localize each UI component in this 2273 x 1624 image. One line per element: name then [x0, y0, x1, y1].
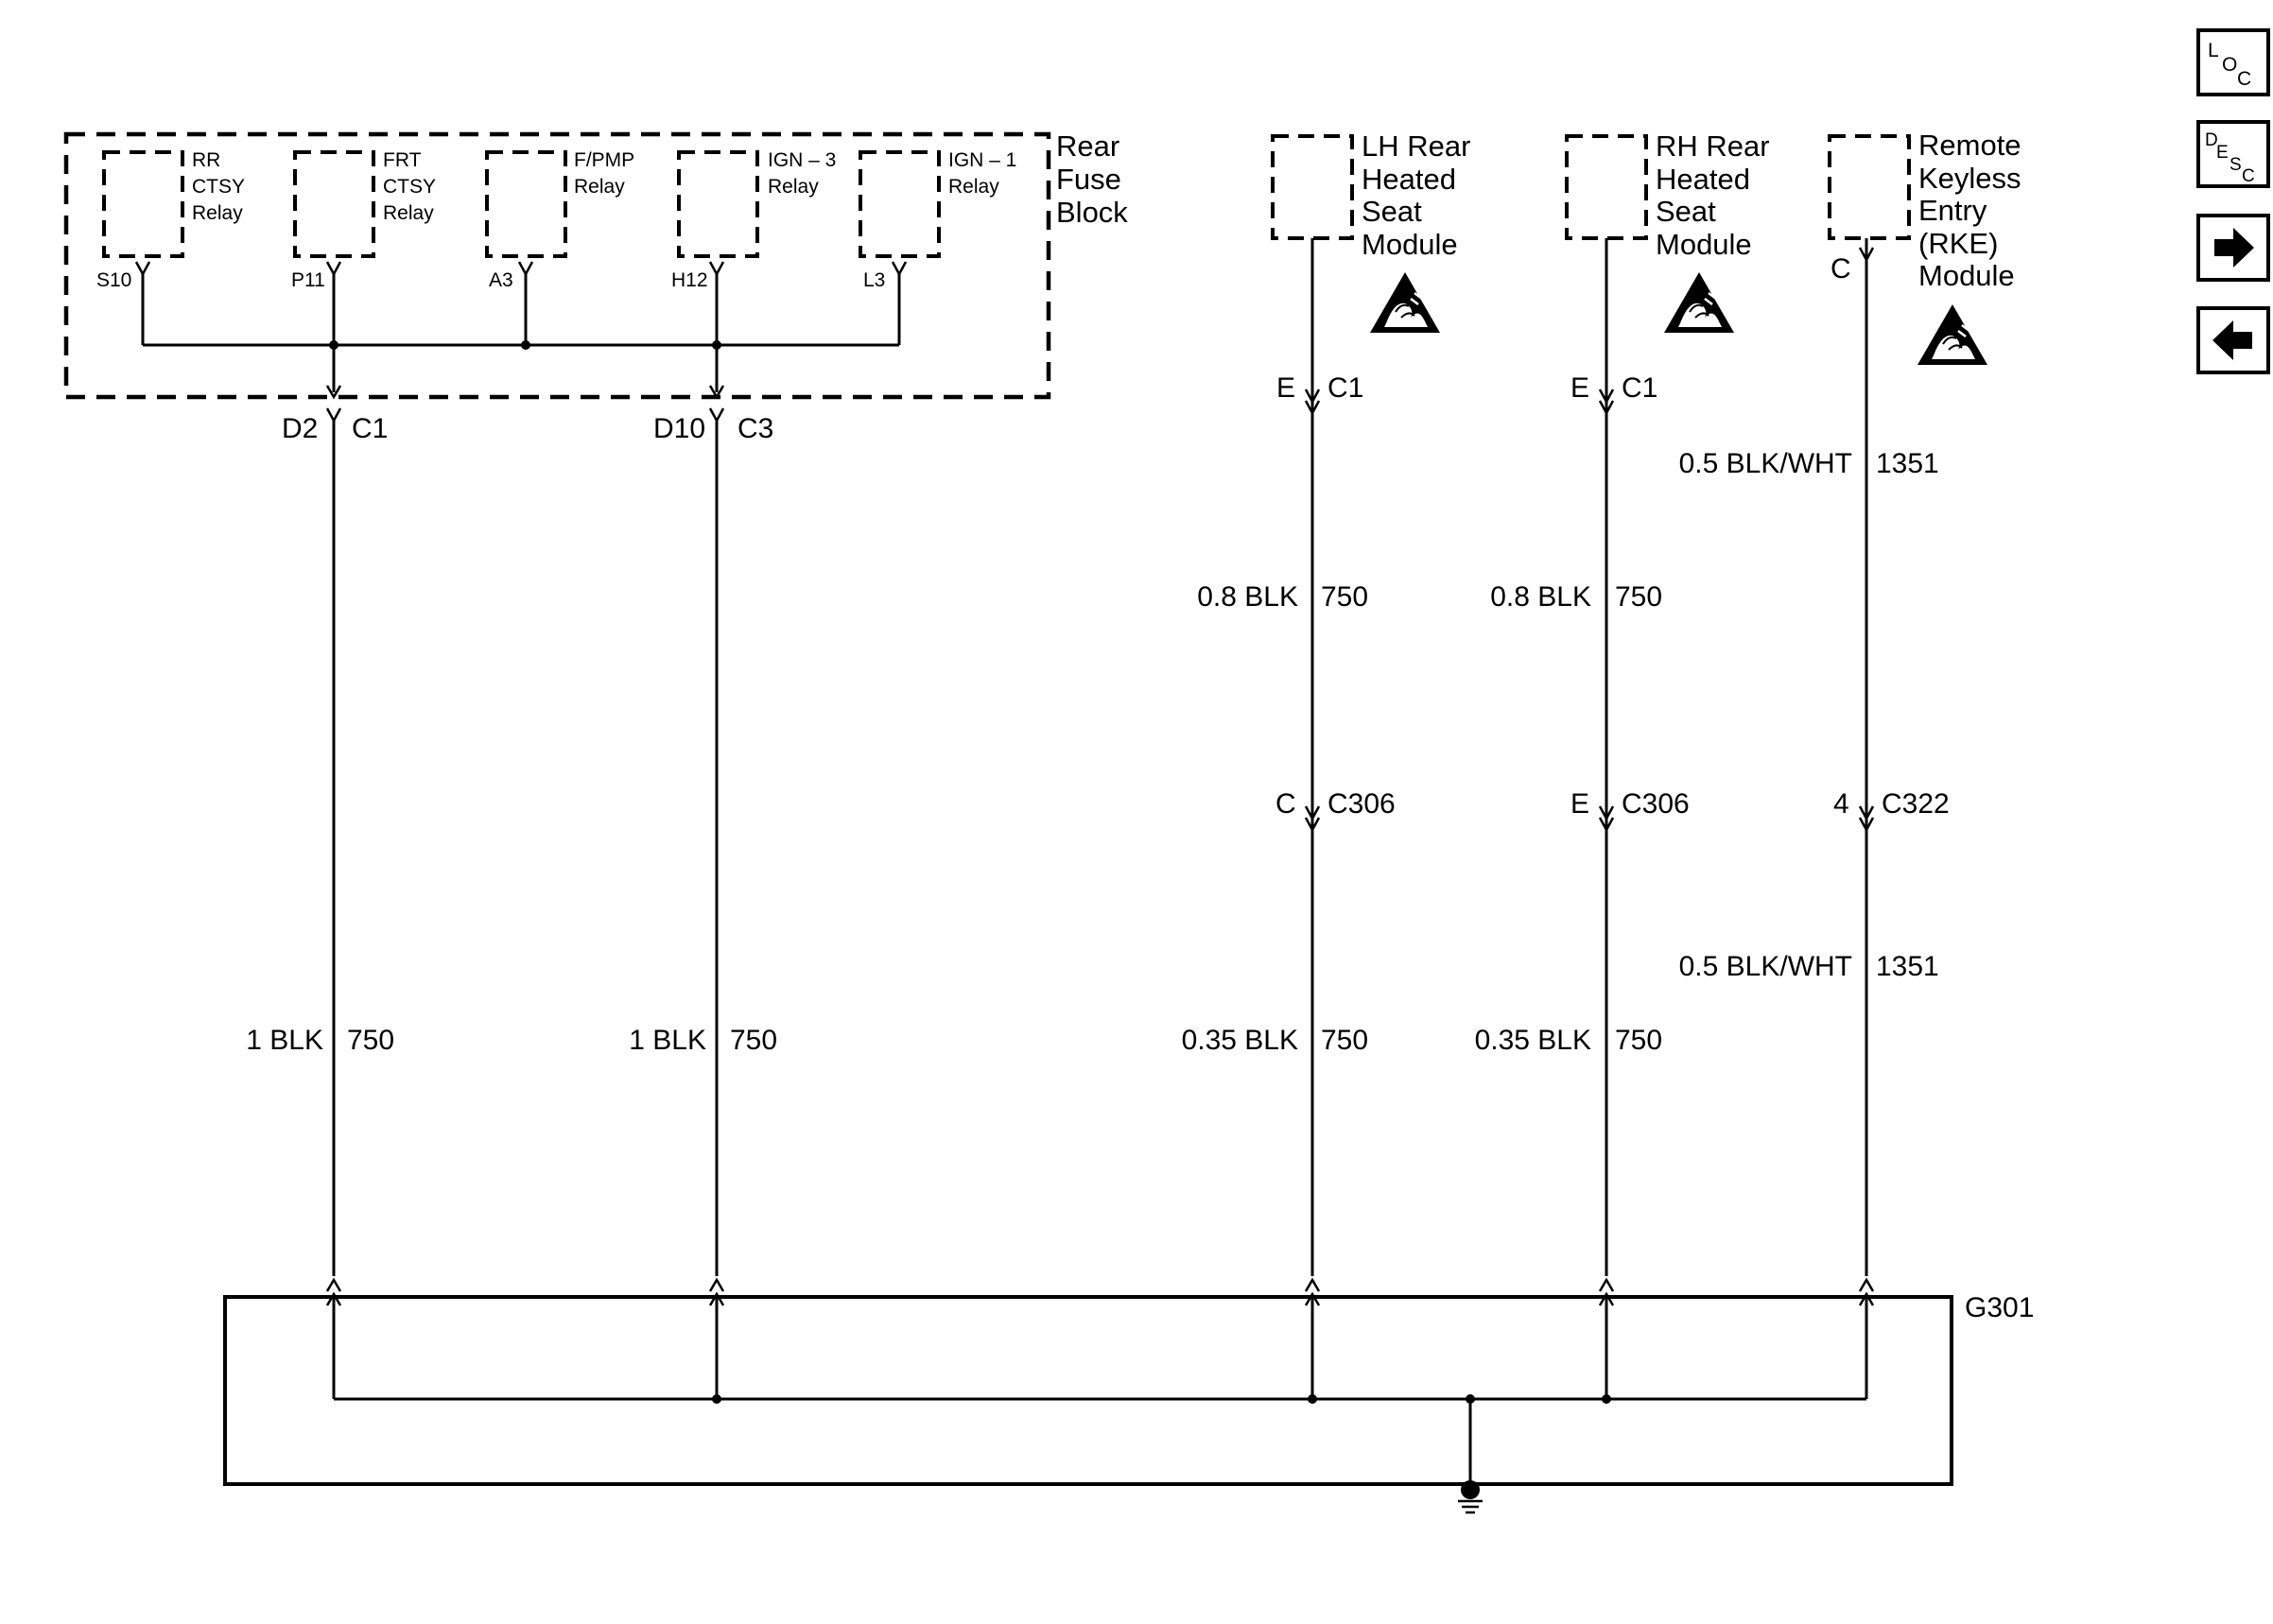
- wire-gauge-label: 0.35 BLK: [1475, 1025, 1591, 1056]
- description-button-letter: C: [2242, 166, 2255, 186]
- fuse-block-output-d2: D2 C1: [282, 407, 388, 444]
- esd-warning-icon: [1662, 270, 1736, 335]
- ground-label: G301: [1965, 1292, 2034, 1323]
- connector-id-label: C3: [737, 413, 773, 444]
- relay-ign-3: IGN – 3 Relay H12: [671, 149, 842, 345]
- relay-pin-label: P11: [291, 269, 325, 291]
- wire-gauge-label: 0.8 BLK: [1197, 581, 1298, 613]
- relay-label: F/PMP Relay: [574, 149, 640, 198]
- rh-module-connector: E C1: [1570, 372, 1657, 416]
- relay-f-pmp: F/PMP Relay A3: [485, 149, 640, 345]
- wire-circuit-label: 750: [730, 1025, 777, 1056]
- next-page-button[interactable]: [2196, 214, 2270, 282]
- fuse-block-title-line: Fuse: [1056, 163, 1121, 196]
- description-button[interactable]: D E S C: [2196, 120, 2270, 188]
- wire-circuit-label: 1351: [1876, 448, 1939, 479]
- module-label: Remote Keyless Entry (RKE) Module: [1918, 129, 2029, 292]
- connector-pin-label: D10: [653, 413, 705, 444]
- connector-id-label: C1: [1622, 372, 1657, 404]
- module-label: LH Rear Heated Seat Module: [1362, 130, 1479, 261]
- location-button-letter: C: [2237, 68, 2251, 90]
- connector-id-label: C1: [352, 413, 388, 444]
- connector-pin-label: C: [1275, 788, 1296, 820]
- ground-symbol-icon: [1458, 1477, 1483, 1514]
- lh-rear-heated-seat-module: LH Rear Heated Seat Module: [1271, 130, 1479, 335]
- arrow-left-icon: [2212, 320, 2252, 360]
- relay-label: IGN – 1 Relay: [948, 149, 1022, 198]
- relay-label: FRT CTSY Relay: [383, 149, 441, 224]
- description-button-letter: E: [2216, 143, 2229, 163]
- ground-g301: G301: [223, 1277, 2034, 1514]
- rh-rear-heated-seat-module: RH Rear Heated Seat Module: [1565, 130, 1778, 335]
- rear-fuse-block: Rear Fuse Block RR CTSY Relay S10 FRT CT…: [63, 130, 1130, 400]
- wire-circuit-label: 750: [1615, 1025, 1662, 1056]
- wire-circuit-label: 1351: [1876, 951, 1939, 982]
- fuse-block-title: Rear Fuse Block: [1056, 130, 1130, 229]
- wire-gauge-label: 1 BLK: [246, 1025, 323, 1056]
- wire-circuit-label: 750: [1615, 581, 1662, 613]
- connector-id-label: C306: [1622, 788, 1690, 820]
- esd-warning-icon: [1368, 270, 1442, 335]
- relay-ign-1: IGN – 1 Relay L3: [859, 149, 1022, 345]
- wire-gauge-label: 0.8 BLK: [1490, 581, 1591, 613]
- relay-pin-label: A3: [489, 269, 513, 291]
- wire-circuit-label: 750: [1321, 581, 1368, 613]
- wire-gauge-label: 0.5 BLK/WHT: [1679, 448, 1852, 479]
- connector-pin-label: E: [1570, 372, 1589, 404]
- wire-circuit-label: 750: [1321, 1025, 1368, 1056]
- connector-pin-label: C: [1831, 253, 1851, 285]
- connector-pin-label: 4: [1833, 788, 1849, 820]
- relay-label: RR CTSY Relay: [192, 149, 250, 224]
- relay-frt-ctsy: FRT CTSY Relay P11: [291, 149, 441, 345]
- location-button[interactable]: L O C: [2196, 28, 2270, 96]
- ground-splice-box: [223, 1295, 1953, 1486]
- connector-pin-label: E: [1276, 372, 1295, 404]
- fuse-block-title-line: Block: [1056, 196, 1128, 229]
- esd-warning-icon: [1916, 302, 1989, 367]
- description-button-letter: S: [2230, 155, 2242, 175]
- relay-label: IGN – 3 Relay: [768, 149, 842, 198]
- previous-page-button[interactable]: [2196, 306, 2270, 374]
- rke-module: Remote Keyless Entry (RKE) Module C: [1828, 129, 2029, 367]
- fuse-block-outline: [63, 131, 1051, 400]
- connector-pin-label: D2: [282, 413, 318, 444]
- relay-rr-ctsy: RR CTSY Relay S10: [96, 149, 250, 345]
- inline-connector-c306-lh: C C306: [1275, 788, 1396, 833]
- module-label: RH Rear Heated Seat Module: [1656, 130, 1778, 261]
- fuse-block-output-d10: D10 C3: [653, 407, 773, 444]
- wire-gauge-label: 0.35 BLK: [1182, 1025, 1298, 1056]
- lh-module-connector: E C1: [1276, 372, 1363, 416]
- wire-gauge-label: 0.5 BLK/WHT: [1679, 951, 1852, 982]
- inline-connector-c306-rh: E C306: [1570, 788, 1690, 833]
- location-button-letter: L: [2208, 40, 2219, 61]
- relay-pin-label: H12: [671, 269, 708, 291]
- wire-circuit-label: 750: [347, 1025, 394, 1056]
- arrow-right-icon: [2214, 228, 2254, 268]
- connector-pin-label: E: [1570, 788, 1589, 820]
- connector-id-label: C322: [1882, 788, 1950, 820]
- connector-id-label: C306: [1327, 788, 1396, 820]
- description-button-letter: D: [2205, 130, 2218, 150]
- relay-pin-label: L3: [863, 269, 885, 291]
- relay-pin-label: S10: [96, 269, 131, 291]
- connector-id-label: C1: [1327, 372, 1363, 404]
- fuse-block-title-line: Rear: [1056, 130, 1119, 163]
- location-button-letter: O: [2222, 54, 2237, 76]
- inline-connector-c322: 4 C322: [1833, 788, 1950, 833]
- wire-gauge-label: 1 BLK: [629, 1025, 706, 1056]
